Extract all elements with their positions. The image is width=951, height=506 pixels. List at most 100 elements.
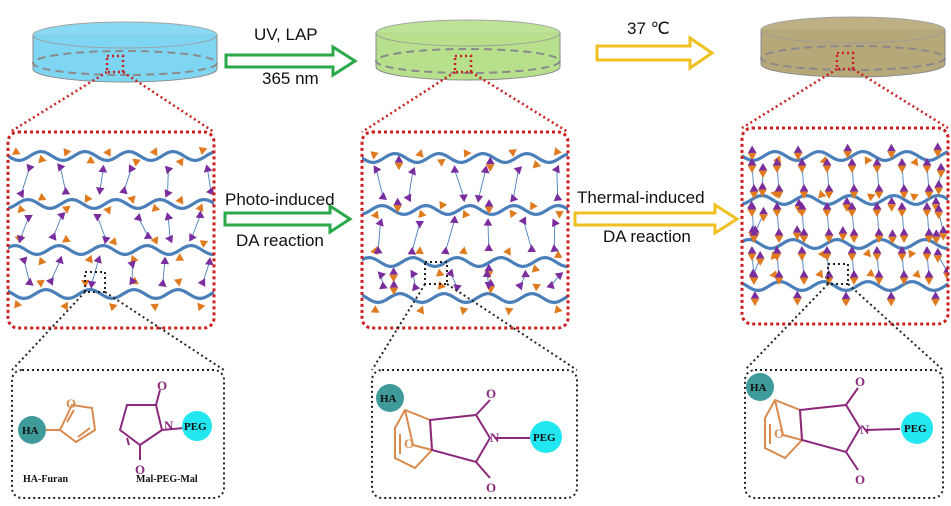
maleimide-marker <box>841 291 851 300</box>
maleimide-marker <box>165 234 173 244</box>
furan-marker <box>799 235 809 243</box>
maleimide-marker <box>164 165 174 175</box>
furan-marker <box>897 253 907 261</box>
furan-marker <box>772 165 782 173</box>
maleimide-marker <box>897 202 907 210</box>
furan-marker <box>747 209 757 217</box>
temperature-arrow: 37 ℃ <box>595 19 715 71</box>
peg-label-2: PEG <box>533 432 556 444</box>
maleimide-marker <box>772 246 782 254</box>
peg-linker <box>20 217 29 239</box>
peg-linker <box>191 215 201 238</box>
furan-marker <box>815 269 824 279</box>
maleimide-marker <box>19 256 28 265</box>
adduct-nitrogen-2: N <box>490 430 500 445</box>
maleimide-marker <box>527 244 537 253</box>
adduct-oxygen-top-3: O <box>855 374 865 389</box>
furan-marker <box>874 277 884 285</box>
chemistry-box-1: O HA O O N PEG HA-Furan Mal-PEG-Mal <box>11 369 225 499</box>
polymer-chain <box>742 149 948 163</box>
polymer-chain <box>362 292 568 305</box>
maleimide-marker <box>129 276 138 286</box>
furan-marker <box>84 194 93 203</box>
furan-marker <box>415 149 424 158</box>
maleimide-marker <box>203 164 213 173</box>
furan-marker <box>932 236 941 245</box>
furan-marker <box>435 268 445 277</box>
furan-marker <box>797 253 807 261</box>
maleimide-marker <box>932 229 941 237</box>
chemistry-box-2-border <box>371 369 578 499</box>
furan-marker <box>842 204 852 212</box>
maleimide-marker <box>934 180 944 188</box>
peg-linker <box>408 171 414 198</box>
maleimide-marker <box>793 290 802 299</box>
furan-marker <box>84 254 93 264</box>
furan-marker <box>149 147 158 157</box>
furan-marker <box>62 234 71 243</box>
peg-linker <box>50 260 61 282</box>
maleimide-marker <box>872 246 882 254</box>
furan-marker <box>439 200 448 210</box>
maleimide-marker <box>197 278 206 287</box>
furan-marker <box>822 165 832 173</box>
maleimide-marker <box>843 143 852 152</box>
furan-marker <box>824 235 834 243</box>
zoom-guides-black <box>11 261 944 371</box>
maleimide-marker <box>899 270 909 278</box>
adduct-oxygen-bottom-2: O <box>486 480 496 495</box>
maleimide-marker <box>480 165 490 174</box>
adduct-oxygen-bridge-3: O <box>774 426 784 441</box>
furan-marker <box>758 170 768 178</box>
furan-marker <box>484 206 494 215</box>
furan-marker <box>817 249 826 259</box>
furan-marker <box>11 147 21 155</box>
furan-marker <box>553 147 562 156</box>
peg-label-3: PEG <box>904 423 927 435</box>
furan-marker <box>838 233 848 241</box>
furan-marker <box>747 165 757 173</box>
maleimide-marker <box>849 228 859 236</box>
maleimide-marker <box>874 184 884 192</box>
peg-linker <box>454 170 465 198</box>
maleimide-marker <box>924 228 934 236</box>
chemistry-box-3-border <box>744 369 944 499</box>
maleimide-marker <box>887 196 896 205</box>
furan-marker <box>934 211 943 220</box>
ha-circle <box>746 373 774 401</box>
furan-marker <box>37 192 47 201</box>
network-borders <box>6 126 950 330</box>
maleimide-marker <box>158 278 167 287</box>
maleimide-marker <box>98 164 108 173</box>
furan-marker <box>908 249 917 259</box>
maleimide-marker <box>772 202 782 210</box>
maleimide-marker <box>799 228 809 236</box>
furan-marker <box>866 268 875 277</box>
right-arrow-icon <box>224 44 358 78</box>
furan-marker <box>747 253 757 261</box>
furan-marker <box>772 209 782 217</box>
right-arrow-icon <box>573 202 740 236</box>
maleimide-marker <box>16 189 25 199</box>
furan-marker <box>86 155 96 164</box>
maleimide-marker <box>128 164 137 173</box>
furan-marker <box>792 232 802 241</box>
furan-marker <box>38 256 47 266</box>
maleimide-marker <box>758 182 767 190</box>
furan-marker <box>899 235 909 243</box>
furan-marker <box>774 191 784 199</box>
peg-linker <box>411 223 421 253</box>
chemistry-box-1-border <box>11 369 225 499</box>
peg-linker <box>556 169 559 199</box>
peg-linker <box>523 220 533 250</box>
adduct-oxygen-bridge-2: O <box>404 436 414 451</box>
thermal-induced-arrow: Thermal-induced DA reaction <box>573 188 740 246</box>
maleimide-marker <box>189 233 197 242</box>
furan-marker <box>462 209 471 219</box>
maleimide-marker <box>822 158 832 166</box>
peg-circle <box>901 412 933 444</box>
maleimide-marker <box>872 202 882 210</box>
maleimide-marker <box>554 272 564 281</box>
furan-marker <box>150 303 159 312</box>
furan-marker <box>393 205 402 213</box>
